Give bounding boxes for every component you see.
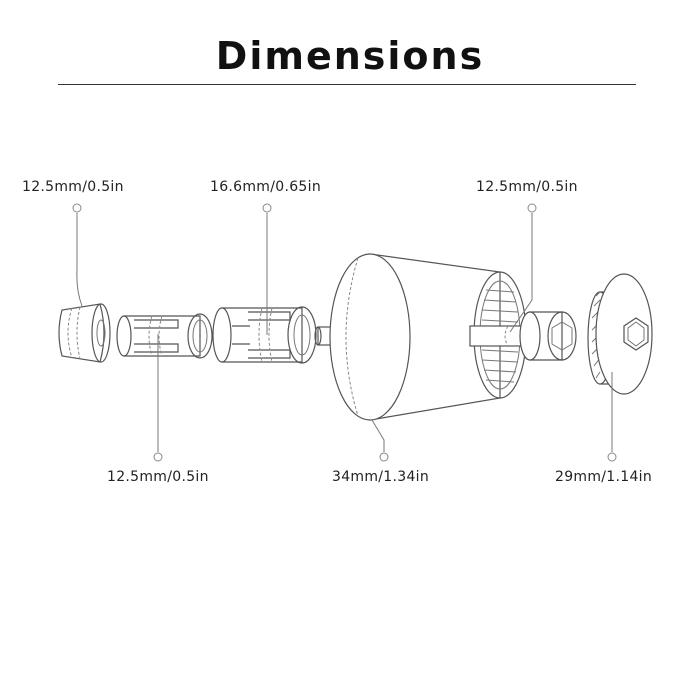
sleeve-right-dimension: 16.6mm/0.65in [210,179,321,195]
end-cap-right-dimension: 29mm/1.14in [555,469,653,485]
sleeve-left-dimension: 12.5mm/0.5in [107,469,209,485]
threaded-end-cap-part [587,273,653,395]
main-body-dimension: 34mm/1.34in [332,469,430,485]
leader-lines [72,203,617,462]
hex-bolt-part [519,311,577,361]
title-underline [58,84,636,85]
bolt-dimension: 12.5mm/0.5in [476,179,578,195]
slotted-sleeve-left-part [116,313,213,359]
slotted-sleeve-right-part [212,306,317,364]
page-title: Dimensions [215,34,485,78]
main-cone-body-part [329,253,531,421]
small-end-cap-part [58,303,111,363]
end-cap-left-dimension: 12.5mm/0.5in [22,179,124,195]
